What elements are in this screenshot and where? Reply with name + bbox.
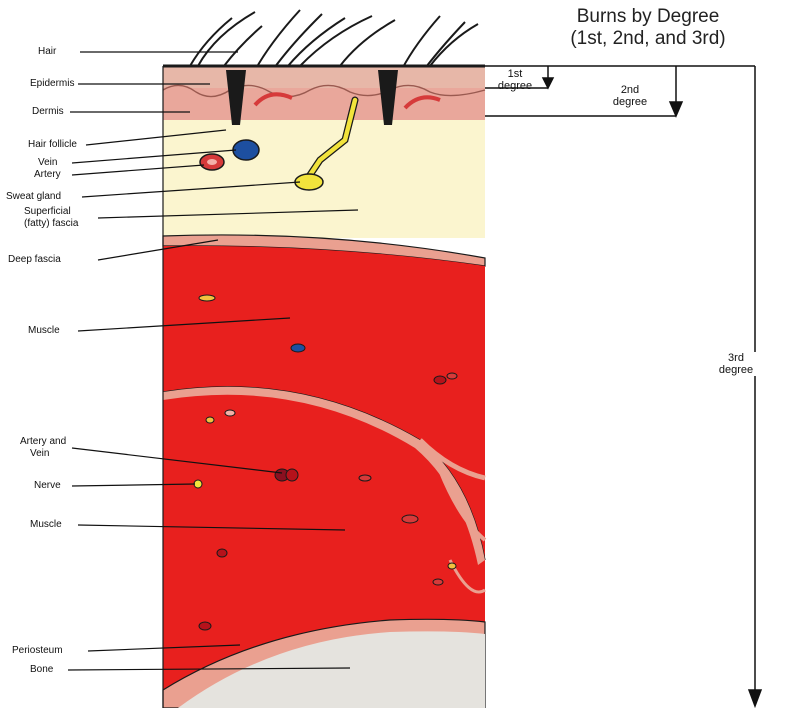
label-second-degree: 2nd degree (590, 84, 670, 108)
label-muscle-upper: Muscle (28, 325, 60, 337)
superficial-fascia-layer (163, 120, 485, 238)
label-hair: Hair (38, 46, 56, 58)
label-first-degree: 1st degree (486, 68, 544, 92)
label-deep-fascia: Deep fascia (8, 254, 61, 266)
label-nerve: Nerve (34, 480, 61, 492)
epidermis-layer (163, 66, 485, 88)
label-vein: Vein (38, 157, 57, 169)
title-line-2: (1st, 2nd, and 3rd) (520, 28, 776, 50)
label-epidermis: Epidermis (30, 78, 74, 90)
label-artery-and-vein: Artery and Vein (20, 436, 66, 460)
label-second-degree-line-2: degree (590, 96, 670, 108)
label-hair-follicle: Hair follicle (28, 139, 77, 151)
label-superficial-fascia: Superficial (fatty) fascia (24, 206, 78, 230)
label-dermis: Dermis (32, 106, 64, 118)
label-first-degree-line-2: degree (486, 80, 544, 92)
diagram-title: Burns by Degree (1st, 2nd, and 3rd) (520, 6, 776, 50)
label-bone: Bone (30, 664, 53, 676)
label-superficial-fascia-line-2: (fatty) fascia (24, 218, 78, 230)
vein-vessel (233, 140, 259, 160)
label-first-degree-line-1: 1st (486, 68, 544, 80)
label-periosteum: Periosteum (12, 645, 63, 657)
dermis-layer (163, 88, 485, 120)
degree-markers (485, 66, 761, 706)
label-third-degree-line-2: degree (706, 364, 766, 376)
label-muscle-lower: Muscle (30, 519, 62, 531)
title-line-1: Burns by Degree (520, 6, 776, 28)
label-sweat-gland: Sweat gland (6, 191, 61, 203)
label-artery: Artery (34, 169, 61, 181)
label-second-degree-line-1: 2nd (590, 84, 670, 96)
label-third-degree-line-1: 3rd (706, 352, 766, 364)
label-superficial-fascia-line-1: Superficial (24, 206, 78, 218)
label-artery-and-vein-line-1: Artery and (20, 436, 66, 448)
label-third-degree: 3rd degree (706, 352, 766, 376)
label-artery-and-vein-line-2: Vein (20, 448, 66, 460)
